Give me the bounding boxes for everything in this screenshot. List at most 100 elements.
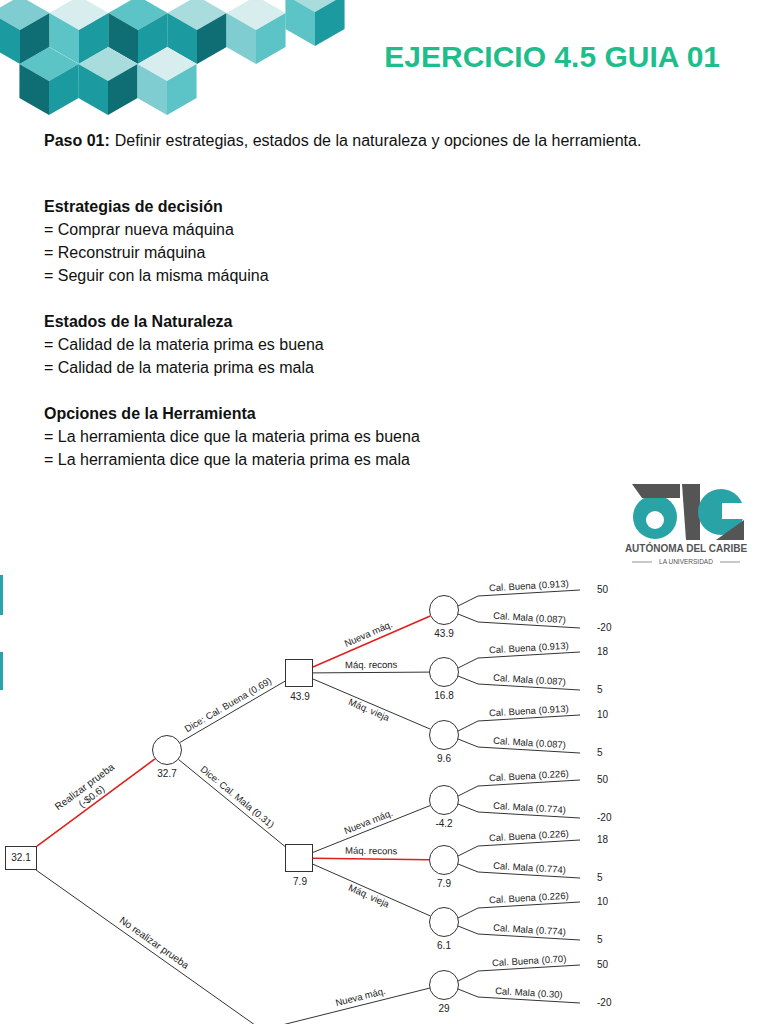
branch-label: Nueva máq. <box>342 807 395 837</box>
section-heading: Opciones de la Herramienta <box>44 405 256 423</box>
payoff-value: 50 <box>597 584 608 596</box>
outcome-label: Cal. Mala (0.087) <box>493 611 566 626</box>
logo-shape <box>716 520 744 540</box>
payoff-value: 10 <box>597 709 608 721</box>
list-item: = Calidad de la materia prima es buena <box>44 336 324 354</box>
cube-face <box>78 64 108 115</box>
section-heading: Estrategias de decisión <box>44 198 223 216</box>
step-paragraph: Paso 01:Definir estrategias, estados de … <box>44 129 667 152</box>
payoff-value: -20 <box>597 997 611 1009</box>
chance-node: 16.8 <box>429 657 459 687</box>
logo-rule <box>720 562 740 563</box>
branch-connector <box>180 681 285 742</box>
chance-node: -4.2 <box>429 785 459 815</box>
payoff-value: 5 <box>597 684 603 696</box>
chance-circle <box>430 846 459 875</box>
branch-label: Máq. recons <box>344 846 398 858</box>
outcome-label: Cal. Mala (0.087) <box>493 736 566 751</box>
circle-outline <box>429 785 459 815</box>
chance-circle <box>430 971 459 1000</box>
decision-node: 43.9 <box>285 659 313 687</box>
node-value: 7.9 <box>437 878 451 890</box>
circle-outline <box>152 735 182 765</box>
payoff-value: 50 <box>597 774 608 786</box>
branch-label: Máq. vieja <box>346 883 392 911</box>
logo-shape <box>646 511 664 529</box>
branch-label: Nueva máq. <box>342 619 395 650</box>
list-item: = La herramienta dice que la materia pri… <box>44 428 420 446</box>
list-item: = Seguir con la misma máquina <box>44 267 269 285</box>
outcome-label: Cal. Mala (0.774) <box>493 861 566 876</box>
circle-outline <box>429 970 459 1000</box>
list-item: = Reconstruir máquina <box>44 244 205 262</box>
side-bar <box>0 575 3 615</box>
step-text: Definir estrategias, estados de la natur… <box>115 132 642 149</box>
cube-face <box>19 64 49 115</box>
circle-outline <box>429 595 459 625</box>
chance-circle <box>430 786 459 815</box>
chance-circle <box>430 721 459 750</box>
node-value: -4.2 <box>435 818 452 830</box>
chance-circle <box>430 596 459 625</box>
outcome-label: Cal. Mala (0.774) <box>493 923 566 938</box>
decision-node: 32.1 <box>5 846 37 870</box>
list-item: = Comprar nueva máquina <box>44 221 234 239</box>
node-value: 32.1 <box>11 852 30 864</box>
payoff-value: 18 <box>597 646 608 658</box>
branch-connector <box>313 679 430 729</box>
side-bar <box>0 652 3 690</box>
header-pattern <box>0 0 345 115</box>
branch-connector <box>313 858 429 860</box>
payoff-value: -20 <box>597 622 611 634</box>
branch-label: Realizar prueba (-$0.6) <box>47 757 128 825</box>
branch-label: Máq. vieja <box>346 697 392 725</box>
cube-face <box>256 13 286 64</box>
node-value: 43.9 <box>290 691 309 703</box>
circle-outline <box>429 907 459 937</box>
chance-node: 32.7 <box>152 735 182 765</box>
section-heading: Estados de la Naturaleza <box>44 313 233 331</box>
node-value: 16.8 <box>434 690 453 702</box>
branch-line <box>36 870 262 1024</box>
outcome-label: Cal. Mala (0.774) <box>493 801 566 816</box>
chance-circle <box>430 658 459 687</box>
logo-shape <box>722 503 746 519</box>
outcome-label: Cal. Mala (0.087) <box>493 673 566 688</box>
chance-node: 6.1 <box>429 907 459 937</box>
cube-face <box>226 13 256 64</box>
logo-shape <box>633 495 677 539</box>
cube-face <box>315 0 345 46</box>
outcome-label: Cal. Buena (0.913) <box>488 704 568 720</box>
chance-node: 43.9 <box>429 595 459 625</box>
branch-connector <box>313 672 429 674</box>
cube-face <box>137 64 167 115</box>
logo-text: AUTÓNOMA DEL CARIBE <box>625 543 747 555</box>
circle-outline <box>429 720 459 750</box>
node-value: 29 <box>438 1003 449 1015</box>
node-value: 7.9 <box>293 876 307 888</box>
payoff-value: 18 <box>597 834 608 846</box>
outcome-label: Cal. Mala (0.30) <box>495 986 563 1001</box>
chance-node: 29 <box>429 970 459 1000</box>
cube-face <box>167 64 197 115</box>
branch-label: Dice: Cal. Mala (0.31) <box>197 763 277 831</box>
outcome-label: Cal. Buena (0.70) <box>491 954 566 969</box>
logo-shape <box>682 484 700 540</box>
payoff-value: 10 <box>597 896 608 908</box>
outcome-label: Cal. Buena (0.226) <box>488 829 568 845</box>
payoff-value: 5 <box>597 747 603 759</box>
chance-circle <box>153 736 182 765</box>
cube-face <box>108 64 138 115</box>
chance-node: 7.9 <box>429 845 459 875</box>
node-value: 32.7 <box>157 768 176 780</box>
outcome-label: Cal. Buena (0.913) <box>488 641 568 657</box>
logo-shape <box>632 484 680 498</box>
chance-circle <box>430 908 459 937</box>
payoff-value: 5 <box>597 934 603 946</box>
branch-connector <box>179 759 285 846</box>
list-item: = Calidad de la materia prima es mala <box>44 359 314 377</box>
branch-label: No realizar prueba <box>117 915 191 972</box>
branch-label: Nueva máq. <box>335 986 387 1009</box>
outcome-label: Cal. Buena (0.913) <box>488 579 568 595</box>
